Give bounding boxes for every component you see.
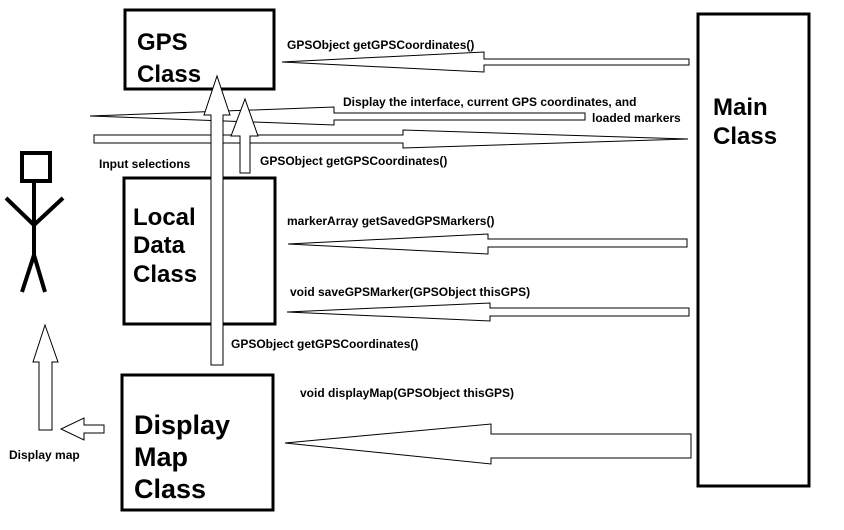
local-data-class-box: Local Data Class [122,176,277,326]
arrow-main-to-display-map [284,423,692,465]
arrow-local-to-gps [230,97,259,174]
arrow-user-to-main-input [93,129,689,149]
main-class-box: Main Class [696,12,811,488]
arrow-main-to-local-markers [287,233,688,255]
main-class-title-line1: Main [713,94,768,121]
display-map-class-box: Display Map Class [120,373,275,512]
local-data-class-title-line1: Local [133,204,196,231]
display-map-class-title-line2: Map [134,442,188,472]
user-actor-icon [4,151,65,293]
gps-class-box: GPS Class [123,8,276,91]
label-display-map-call: void displayMap(GPSObject thisGPS) [300,386,514,400]
label-save-marker: void saveGPSMarker(GPSObject thisGPS) [290,285,530,299]
arrow-display-to-user-horizontal [59,417,105,441]
label-display-interface-line1: Display the interface, current GPS coord… [343,95,636,109]
local-data-class-title-line3: Class [133,261,197,288]
label-marker-array: markerArray getSavedGPSMarkers() [287,214,494,228]
main-class-title-line2: Class [713,123,777,150]
gps-class-title-line2: Class [137,61,201,88]
arrow-display-to-gps [203,74,231,366]
display-map-class-title-line1: Display [134,410,230,440]
label-display-interface-line2: loaded markers [592,111,681,125]
display-map-class-title-line3: Class [134,474,206,504]
arrow-main-to-local-save [286,302,690,322]
label-input-selections: Input selections [99,157,191,171]
label-gps-get-mid: GPSObject getGPSCoordinates() [260,154,447,168]
label-gps-get-low: GPSObject getGPSCoordinates() [231,337,418,351]
arrow-main-to-gps [281,51,690,73]
local-data-class-title-line2: Data [133,232,186,259]
arrow-main-to-user-display [89,106,586,126]
gps-class-title-line1: GPS [137,29,188,56]
label-gps-get-top: GPSObject getGPSCoordinates() [287,38,474,52]
label-display-map: Display map [9,448,80,462]
arrow-up-to-actor [32,323,59,431]
